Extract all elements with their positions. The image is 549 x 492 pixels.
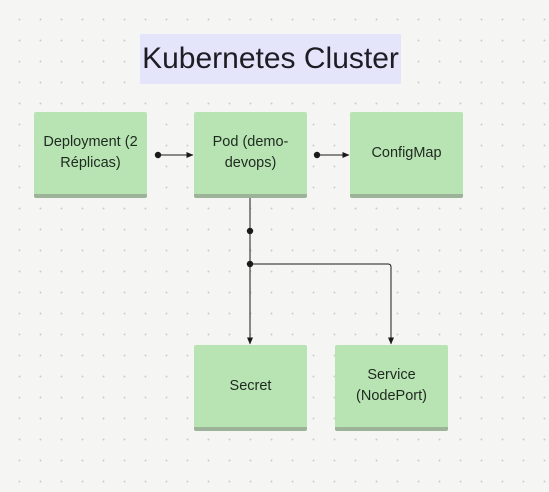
secret-node-label: Secret (229, 377, 272, 394)
pod-node-label: Pod (demo-devops) (212, 134, 289, 171)
diagram-title: Kubernetes Cluster (140, 34, 401, 84)
pod-to-service-dot (246, 260, 254, 268)
configmap-node[interactable]: ConfigMap (350, 112, 463, 198)
service-node[interactable]: Service (NodePort) (335, 345, 448, 431)
deployment-node[interactable]: Deployment (2 Réplicas) (34, 112, 147, 198)
pod-to-secret-dot (246, 227, 254, 235)
pod-node[interactable]: Pod (demo-devops) (194, 112, 307, 198)
pod-to-service-arrow (250, 263, 394, 345)
deployment-node-label: Deployment (2 Réplicas) (43, 134, 138, 171)
secret-node[interactable]: Secret (194, 345, 307, 431)
deployment-to-pod-start-dot (154, 151, 162, 159)
service-node-label: Service (NodePort) (356, 367, 427, 404)
configmap-node-label: ConfigMap (371, 144, 442, 161)
pod-to-configmap-start-dot (313, 151, 321, 159)
